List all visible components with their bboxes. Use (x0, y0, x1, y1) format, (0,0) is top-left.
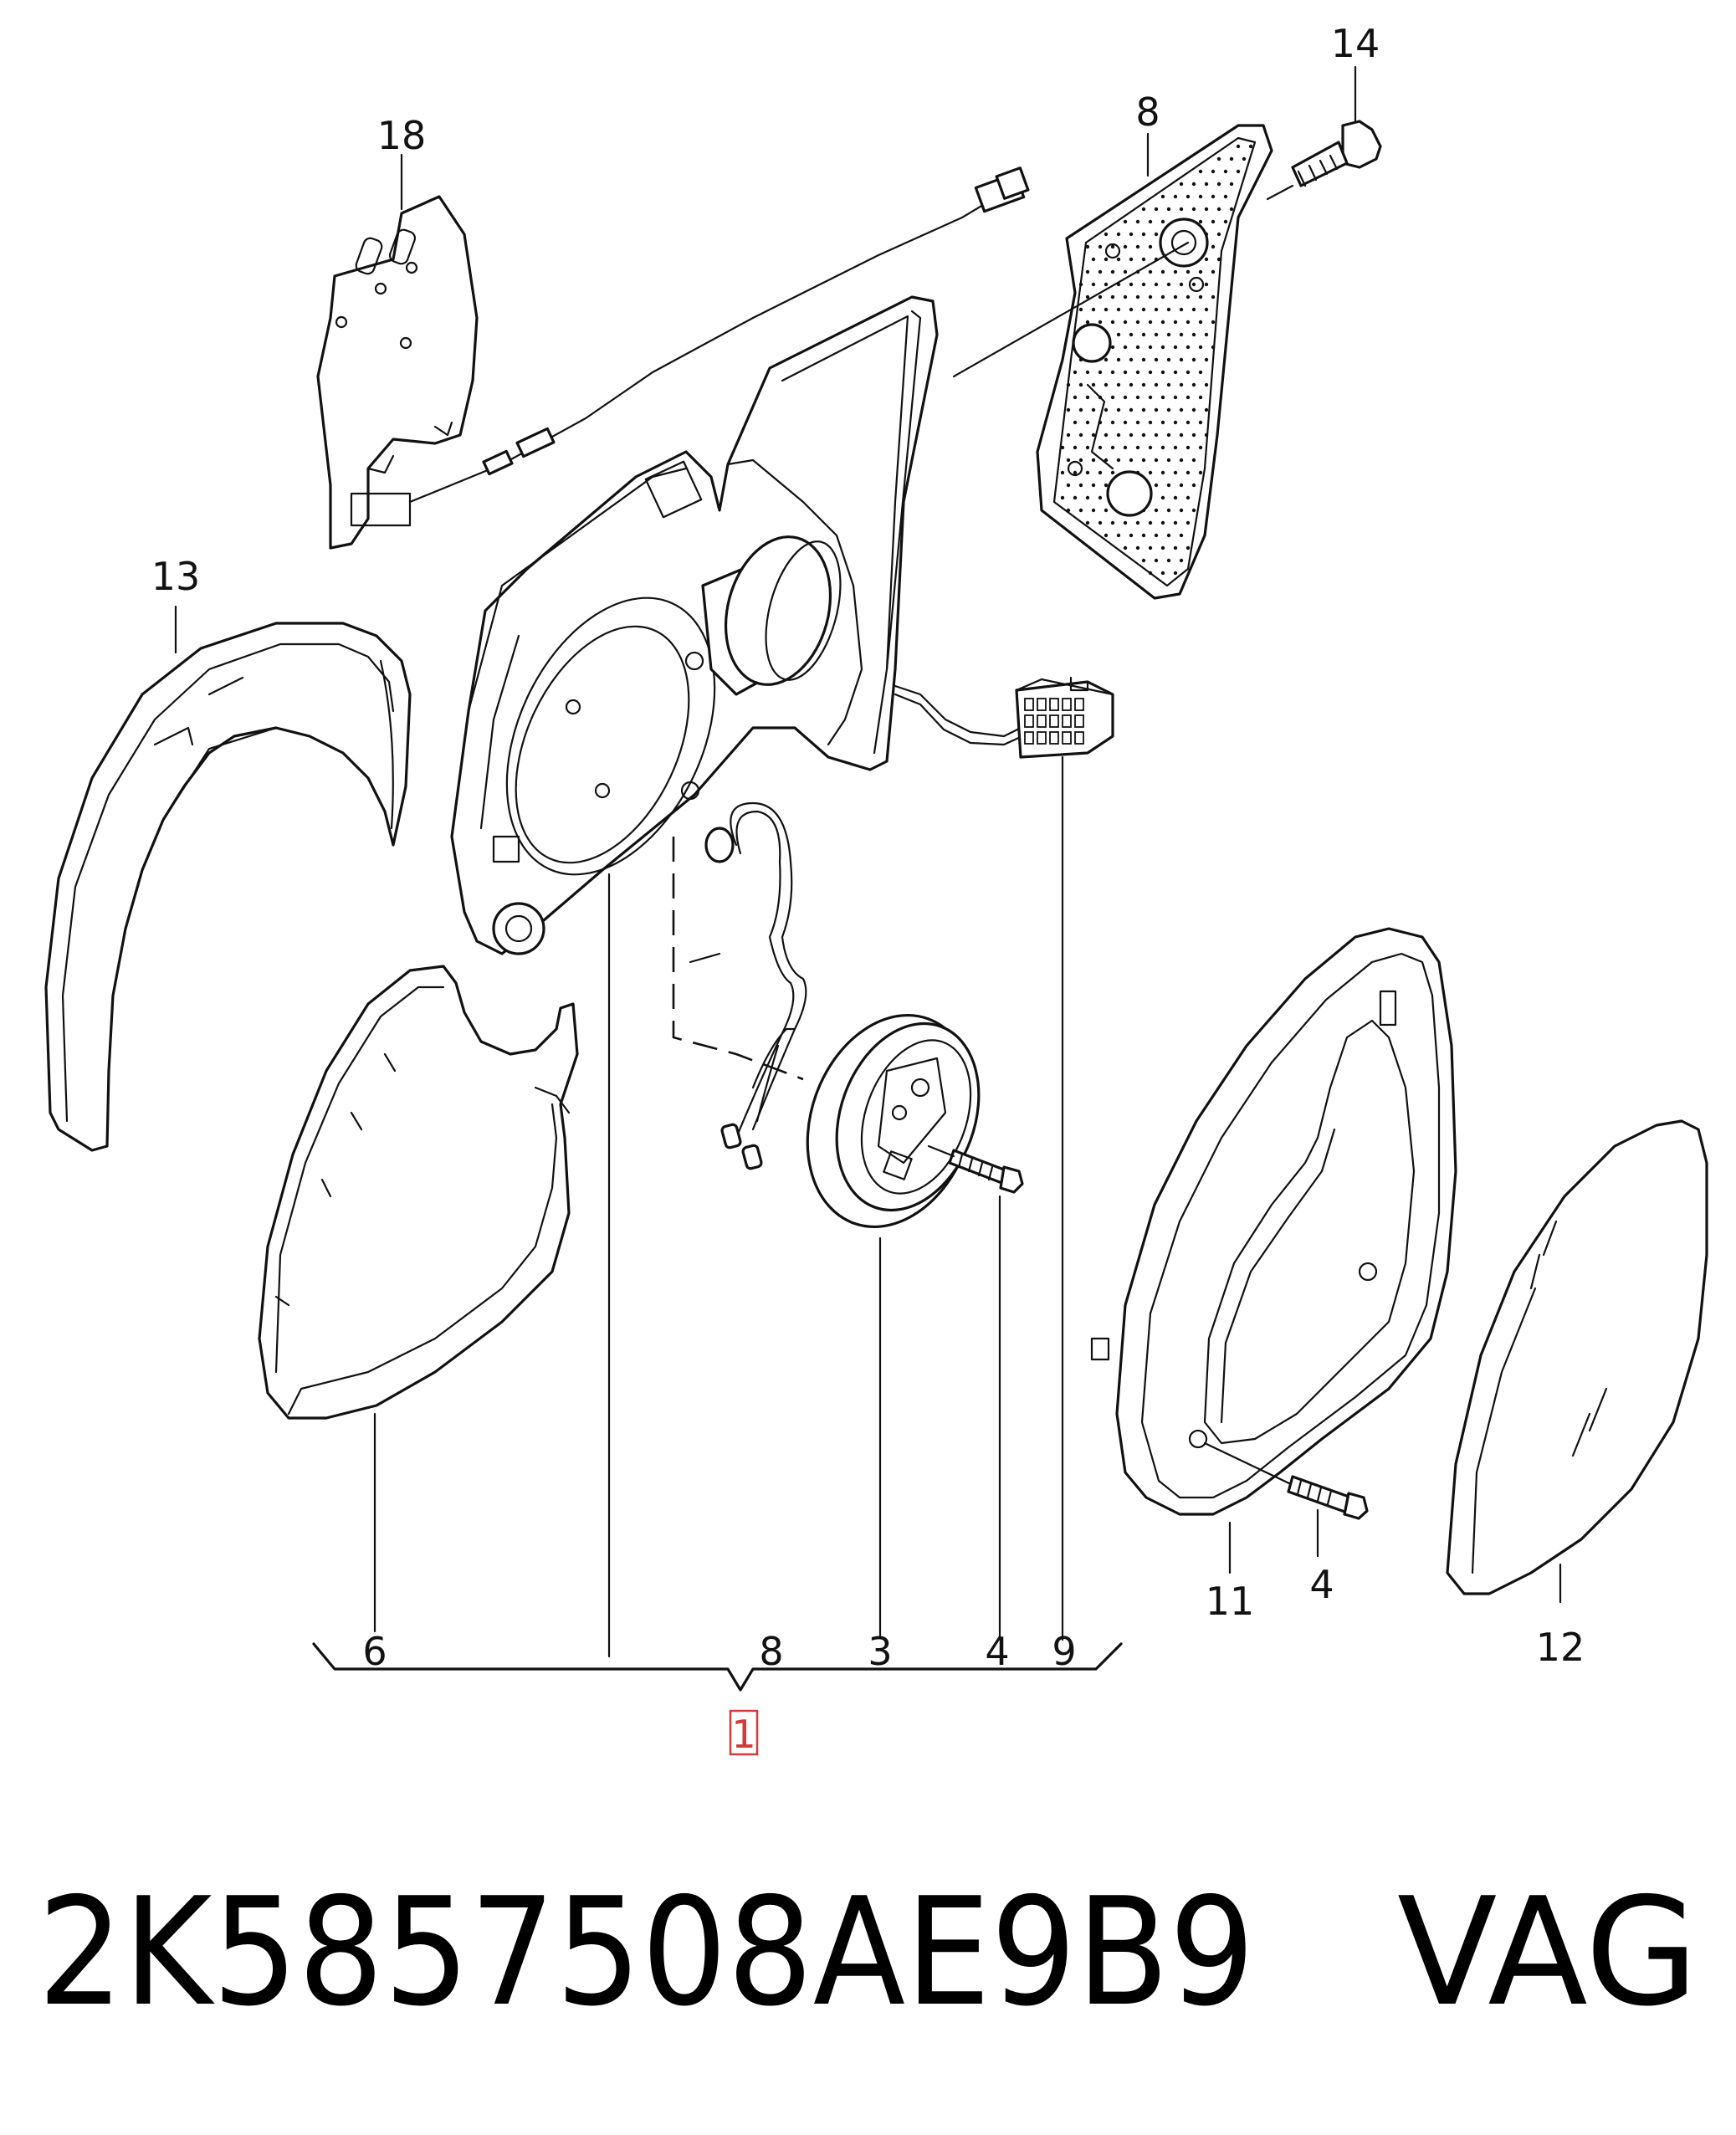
part-8-base-plate (1036, 124, 1273, 600)
callout-12: 12 (1536, 1625, 1585, 1670)
part-14-screw (1266, 120, 1382, 201)
connector-pin-grid (1024, 698, 1084, 745)
plate-dot-pattern (1060, 144, 1253, 576)
callout-8-bottom: 8 (759, 1629, 783, 1674)
part-1-highlight-box (729, 1709, 759, 1756)
part-6-lower-cover (258, 965, 579, 1420)
callout-4-mid: 4 (985, 1629, 1009, 1674)
part-9-cable-connector (894, 676, 1114, 759)
part-18-heating-board (316, 195, 479, 550)
callout-14: 14 (1331, 21, 1380, 66)
assembly-bracket (312, 1642, 1123, 1692)
callout-1: 1 (731, 1712, 755, 1757)
part-11-mirror-frame (1090, 927, 1457, 1516)
callout-18: 18 (377, 113, 427, 158)
callout-3: 3 (868, 1629, 892, 1674)
callout-13: 13 (151, 554, 201, 599)
part-12-mirror-glass (1446, 1119, 1708, 1595)
part-4-screw-mid (927, 1144, 1024, 1194)
part-13-mirror-cap (44, 622, 412, 1152)
callout-9: 9 (1052, 1629, 1076, 1674)
part-3-adjust-motor (689, 801, 981, 1229)
part-4-screw-right (1203, 1441, 1369, 1520)
leader-8-to-housing (952, 241, 1190, 378)
dashed-mount-line (672, 837, 804, 1081)
part-18-cable (408, 166, 1030, 504)
callout-4-right: 4 (1309, 1562, 1334, 1607)
brand-name: VAG (1397, 1866, 1698, 2039)
callout-8-top: 8 (1135, 90, 1160, 135)
part-number: 2K5857508AE9B9 (38, 1866, 1255, 2039)
callout-11: 11 (1206, 1579, 1255, 1624)
part-8-housing-bracket (450, 295, 939, 955)
callout-6: 6 (362, 1629, 387, 1674)
